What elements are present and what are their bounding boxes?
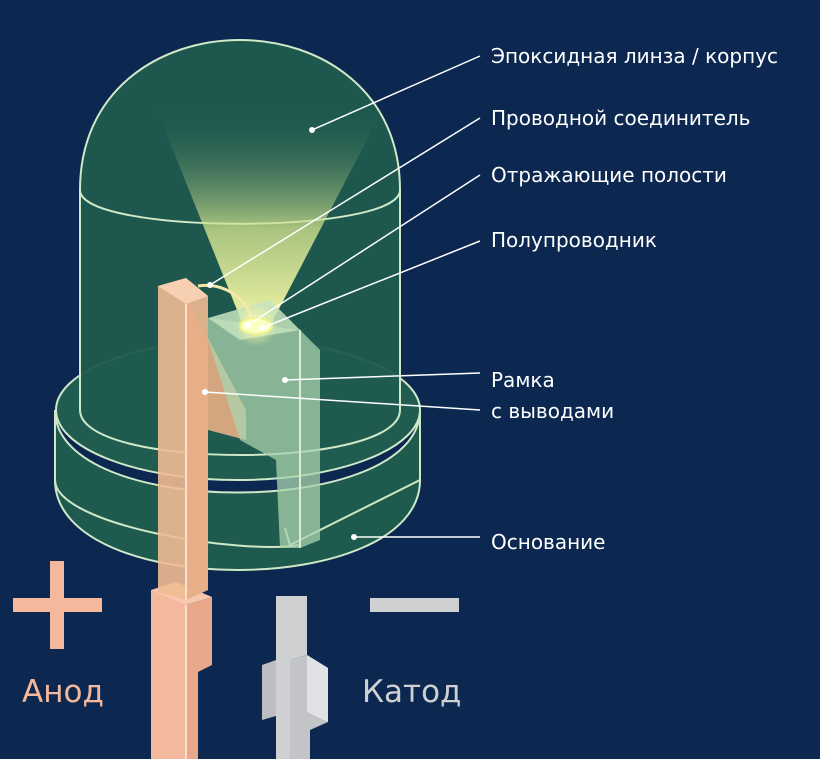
label-lead-frame-line1: Рамка (491, 368, 555, 392)
leader-dots (202, 127, 357, 540)
anode-plus-vertical (50, 561, 64, 649)
light-beam (155, 105, 385, 330)
label-lead-frame-line2: с выводами (491, 399, 615, 423)
label-base: Основание (491, 530, 606, 554)
cathode-minus-bar (370, 598, 459, 612)
label-epoxy-lens: Эпоксидная линза / корпус (491, 44, 779, 68)
anode-lead-lower (151, 582, 212, 759)
cathode-label: Катод (362, 674, 462, 710)
anode-post (158, 278, 246, 600)
anode-label: Анод (22, 674, 104, 710)
leader-lines (204, 55, 481, 538)
label-wire-connector: Проводной соединитель (491, 106, 751, 130)
label-semiconductor: Полупроводник (491, 228, 657, 252)
label-reflective-cavities: Отражающие полости (491, 163, 727, 187)
cathode-lead-lower (262, 596, 328, 759)
